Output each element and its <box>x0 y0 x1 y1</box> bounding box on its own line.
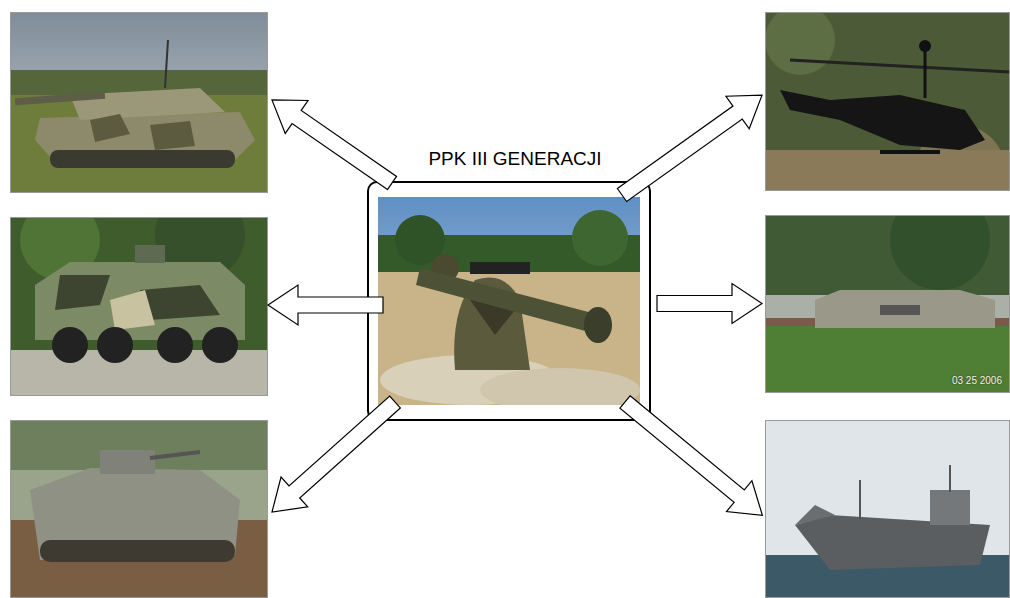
helicopter-photo <box>765 12 1010 190</box>
tank-photo <box>10 12 267 192</box>
hollow-arrow <box>259 79 775 531</box>
apc-photo <box>10 217 267 395</box>
heading-text: PPK III GENERACJI <box>368 140 662 170</box>
ifv-photo <box>10 420 267 598</box>
timestamp-text: 03 25 2006 <box>952 375 1002 386</box>
atgm-photo <box>378 197 640 405</box>
photo-frame <box>11 13 268 193</box>
bunker-photo <box>765 215 1010 392</box>
photo-frame <box>766 216 1010 393</box>
hollow-arrow <box>657 284 762 324</box>
photo-frame <box>766 13 1010 191</box>
ship-photo <box>765 420 1010 598</box>
center-frame-node: PPK III GENERACJI <box>368 140 662 420</box>
photo-frame <box>766 421 1010 598</box>
bunker-photo-node: 03 25 2006 <box>765 215 1010 392</box>
photo-frame <box>11 218 268 396</box>
photo-frame <box>11 421 268 598</box>
center-frame <box>368 182 650 420</box>
